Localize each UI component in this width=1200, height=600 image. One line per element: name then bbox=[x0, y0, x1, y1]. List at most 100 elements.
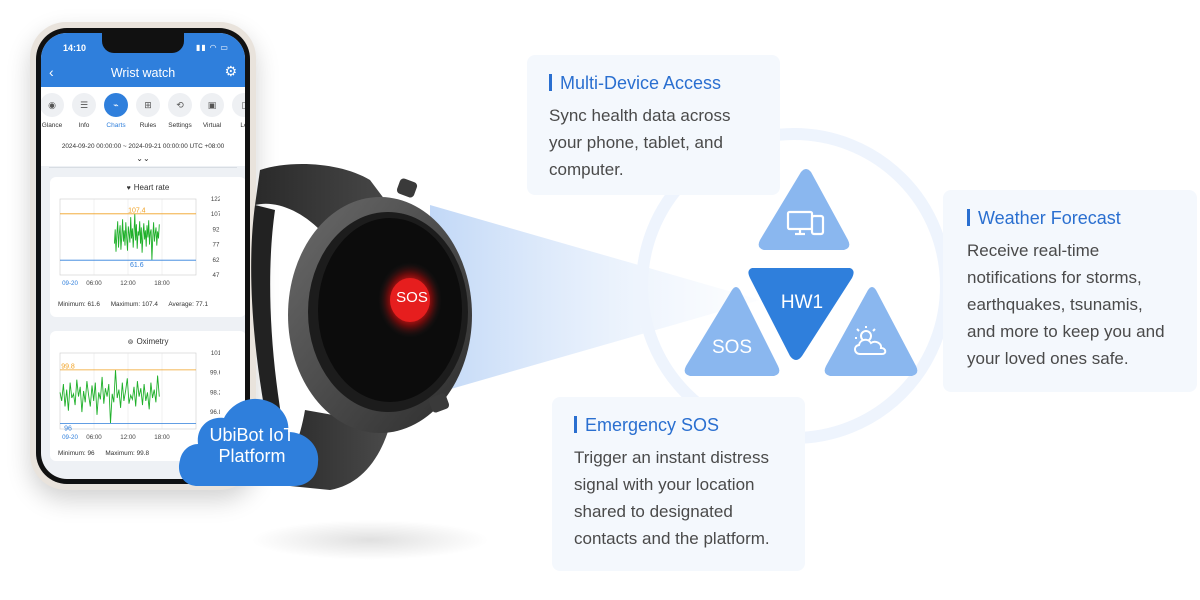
glance-icon: ◉ bbox=[41, 93, 64, 117]
panel-heading: Multi-Device Access bbox=[549, 73, 721, 94]
heading-bar bbox=[574, 416, 577, 433]
x-tick-label: 18:00 bbox=[154, 434, 170, 441]
oximetry-title: Oximetry bbox=[136, 337, 169, 346]
app-title: Wrist watch bbox=[110, 66, 176, 80]
watch-sos-label[interactable]: SOS bbox=[396, 289, 428, 306]
x-tick-label: 06:00 bbox=[86, 280, 102, 287]
tab-label: Rules bbox=[139, 122, 157, 129]
back-icon[interactable]: ‹ bbox=[49, 64, 54, 80]
sos-triangle bbox=[684, 287, 780, 376]
phone-screen: 14:10 ▮▮ ◠ ▭ ‹ Wrist watch ⚙ ◉ Glance ☰ Inf… bbox=[41, 33, 245, 479]
devices-triangle bbox=[758, 169, 850, 250]
chart-icon: ⌁ bbox=[104, 93, 128, 117]
weather-triangle bbox=[824, 287, 918, 376]
virtual-icon: ▣ bbox=[200, 93, 224, 117]
tab-label: Lo bbox=[240, 122, 245, 129]
data-series-line bbox=[113, 213, 160, 261]
card-title: ♥Heart rate bbox=[50, 183, 245, 192]
desc-line: Receive real-time bbox=[967, 241, 1100, 260]
y-tick-label: 98.2 bbox=[210, 389, 220, 396]
desc-line: Sync health data across bbox=[549, 106, 731, 125]
tab-info[interactable]: ☰ Info bbox=[67, 93, 101, 129]
sos-description: Trigger an instant distress signal with … bbox=[574, 444, 770, 552]
date-range[interactable]: 2024-09-20 00:00:00 ~ 2024-09-21 00:00:0… bbox=[41, 143, 245, 155]
tab-label: Charts bbox=[106, 122, 126, 129]
data-series-line bbox=[59, 369, 160, 424]
desc-line: and more to keep you and bbox=[967, 322, 1165, 341]
y-tick-label: 77 bbox=[213, 242, 220, 249]
feature-triangles bbox=[684, 169, 918, 376]
tab-label: Settings bbox=[168, 122, 192, 129]
x-tick-label: 18:00 bbox=[154, 280, 170, 287]
gear-icon[interactable]: ⚙ bbox=[224, 63, 237, 79]
min-label: 96 bbox=[64, 425, 72, 432]
panel-heading: Weather Forecast bbox=[967, 208, 1121, 229]
multi-device-panel: Multi-Device Access Sync health data acr… bbox=[527, 55, 780, 195]
desc-line: Trigger an instant distress bbox=[574, 448, 769, 467]
tab-rules[interactable]: ⊞ Rules bbox=[131, 93, 165, 129]
oximetry-chart: 10199.698.296.809-2006:0012:0018:0099.89… bbox=[59, 350, 220, 441]
heart-rate-stats: Minimum: 61.6 Maximum: 107.4 Average: 77… bbox=[58, 301, 242, 308]
tab-lo[interactable]: ▯ Lo bbox=[227, 93, 245, 129]
tab-virtual[interactable]: ▣ Virtual bbox=[195, 93, 229, 129]
cloud-badge bbox=[178, 398, 319, 486]
expand-chevron-icon[interactable]: ⌄⌄ bbox=[41, 154, 245, 166]
x-tick-label: 09-20 bbox=[62, 280, 78, 287]
x-tick-label: 06:00 bbox=[86, 434, 102, 441]
weather-heading: Weather Forecast bbox=[978, 208, 1121, 228]
x-tick-label: 09-20 bbox=[62, 434, 78, 441]
desc-line: shared to designated bbox=[574, 502, 733, 521]
tab-settings[interactable]: ⟲ Settings bbox=[163, 93, 197, 129]
heading-bar bbox=[549, 74, 552, 91]
tab-charts[interactable]: ⌁ Charts bbox=[99, 93, 133, 129]
hw1-label: HW1 bbox=[780, 292, 824, 313]
divider bbox=[49, 167, 237, 168]
stat-minimum: Minimum: 61.6 bbox=[58, 301, 100, 308]
signal-wifi-battery-icon: ▮▮ ◠ ▭ bbox=[196, 43, 229, 52]
smartwatch bbox=[251, 164, 472, 490]
info-icon: ☰ bbox=[72, 93, 96, 117]
y-tick-label: 92 bbox=[213, 226, 220, 233]
hw1-triangle bbox=[748, 268, 854, 360]
heading-bar bbox=[967, 209, 970, 226]
log-icon: ▯ bbox=[232, 93, 245, 117]
oximetry-stats: Minimum: 96 Maximum: 99.8 bbox=[58, 450, 242, 457]
desc-line: contacts and the platform. bbox=[574, 529, 770, 548]
card-title: ⊚Oximetry bbox=[50, 337, 245, 346]
desc-line: computer. bbox=[549, 160, 624, 179]
phone-mockup: 14:10 ▮▮ ◠ ▭ ‹ Wrist watch ⚙ ◉ Glance ☰ Inf… bbox=[30, 22, 256, 490]
x-tick-label: 12:00 bbox=[120, 434, 136, 441]
max-label: 99.8 bbox=[61, 363, 75, 370]
x-tick-label: 12:00 bbox=[120, 280, 136, 287]
tab-label: Virtual bbox=[202, 122, 222, 129]
y-tick-label: 62 bbox=[213, 257, 220, 264]
y-tick-label: 107 bbox=[211, 211, 220, 218]
sos-triangle-label: SOS bbox=[711, 337, 753, 358]
desc-line: your loved ones safe. bbox=[967, 349, 1129, 368]
emergency-sos-panel: Emergency SOS Trigger an instant distres… bbox=[552, 397, 805, 571]
desc-line: notifications for storms, bbox=[967, 268, 1142, 287]
tab-label: Glance bbox=[41, 122, 63, 129]
max-label: 107.4 bbox=[128, 207, 146, 214]
multi-device-description: Sync health data across your phone, tabl… bbox=[549, 102, 730, 183]
cloud-line-1: UbiBot IoT bbox=[209, 425, 295, 445]
devices-icon bbox=[786, 210, 825, 236]
weather-icon bbox=[854, 326, 887, 355]
settings-icon: ⟲ bbox=[168, 93, 192, 117]
oximetry-icon: ⊚ bbox=[127, 339, 134, 346]
multi-device-heading: Multi-Device Access bbox=[560, 73, 722, 93]
status-time: 14:10 bbox=[63, 43, 87, 53]
tab-glance[interactable]: ◉ Glance bbox=[41, 93, 69, 129]
min-label: 61.6 bbox=[130, 262, 144, 269]
desc-line: your phone, tablet, and bbox=[549, 133, 723, 152]
desc-line: earthquakes, tsunamis, bbox=[967, 295, 1143, 314]
phone-notch bbox=[102, 33, 184, 53]
cloud-label: UbiBot IoT Platform bbox=[186, 425, 318, 467]
rules-icon: ⊞ bbox=[136, 93, 160, 117]
tab-label: Info bbox=[78, 122, 90, 129]
y-tick-label: 101 bbox=[211, 350, 220, 357]
stat-maximum: Maximum: 107.4 bbox=[110, 301, 158, 308]
desc-line: signal with your location bbox=[574, 475, 755, 494]
watch-shadow bbox=[250, 520, 490, 560]
